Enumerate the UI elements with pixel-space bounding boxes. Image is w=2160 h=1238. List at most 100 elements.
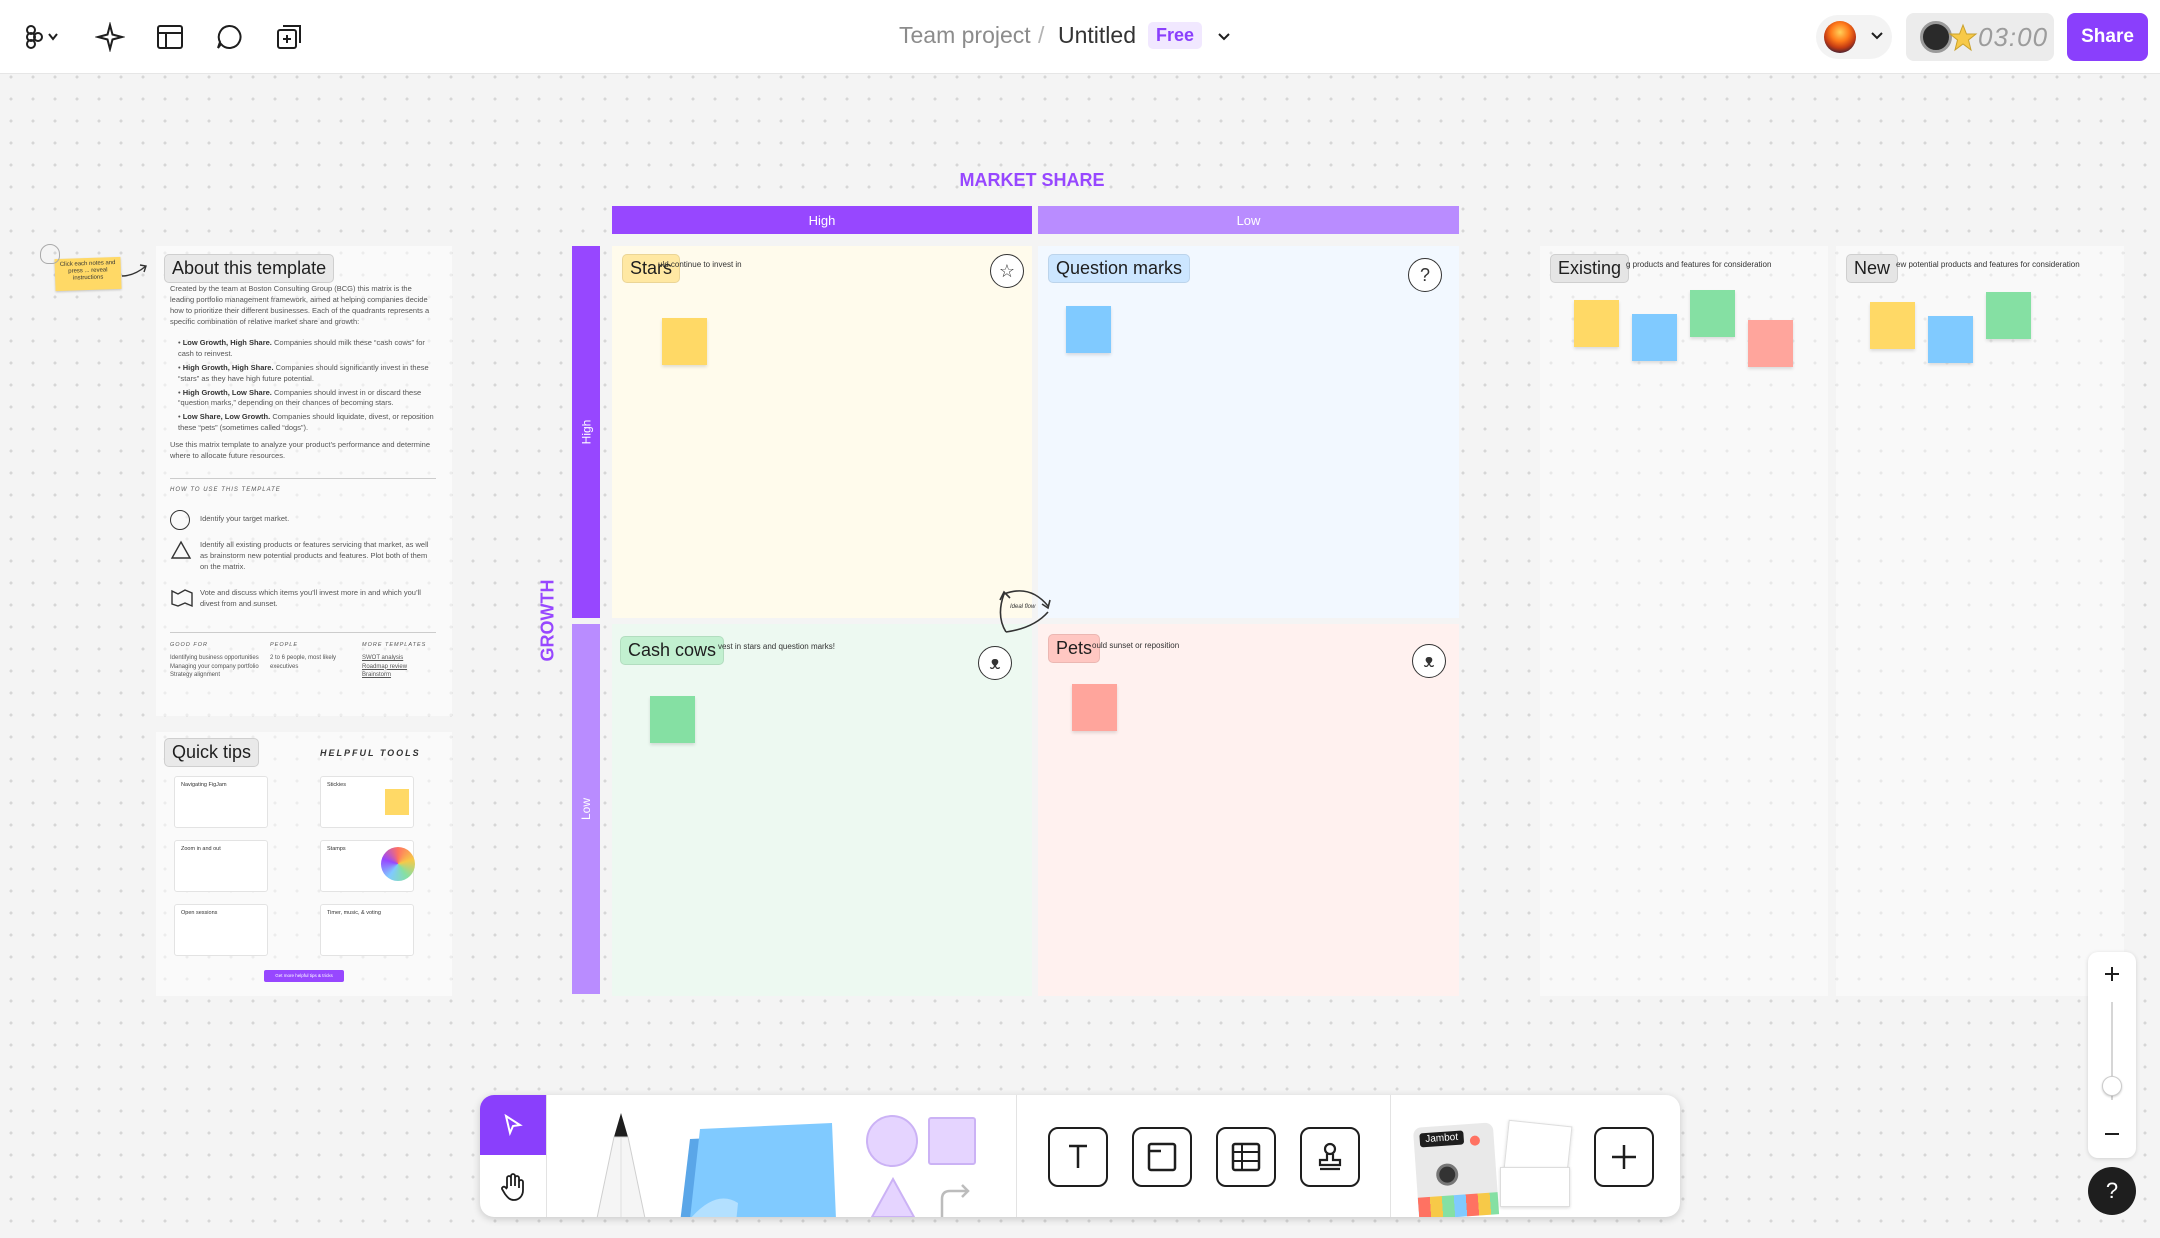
quadrant-cash-cows[interactable]: Cash cows vest in stars and question mar… <box>612 624 1032 996</box>
more-tools-button[interactable] <box>1594 1127 1654 1187</box>
ideal-flow-arrow[interactable] <box>996 582 1056 638</box>
layout-icon[interactable] <box>151 18 189 56</box>
how-to-title: HOW TO USE THIS TEMPLATE <box>170 487 281 493</box>
warning-icon <box>170 540 192 559</box>
tip-card[interactable]: Stamps <box>320 840 415 892</box>
table-icon <box>1231 1142 1261 1172</box>
sticky-note[interactable] <box>1748 320 1793 367</box>
template-link[interactable]: SWOT analysis <box>362 655 404 661</box>
instruction-sticky-note[interactable]: Click each notes and press ... reveal in… <box>54 256 122 292</box>
zoom-in-icon[interactable] <box>2102 964 2122 984</box>
chevron-down-icon <box>1871 32 1883 40</box>
sticky-note[interactable] <box>1574 300 1619 347</box>
section-tool[interactable] <box>1132 1127 1192 1187</box>
sticky-note[interactable] <box>1632 314 1677 361</box>
tips-cta-button[interactable]: Get more helpful tips & tricks <box>264 970 344 982</box>
timer-widget[interactable]: 03:00 <box>1906 13 2054 61</box>
sticky-note[interactable] <box>1870 302 1915 349</box>
tip-card[interactable]: Open sessions <box>174 904 268 956</box>
quick-tips-panel: Quick tips HELPFUL TOOLS Navigating FigJ… <box>156 732 452 996</box>
arrow-icon <box>121 264 147 277</box>
plus-icon <box>1612 1145 1636 1169</box>
quadrant-description: ould sunset or reposition <box>1092 641 1180 650</box>
column-header-low: Low <box>1038 206 1459 234</box>
stamp-tool[interactable] <box>1300 1127 1360 1187</box>
quadrant-stars[interactable]: Stars uld continue to invest in ☆ <box>612 246 1032 618</box>
good-for-item: Managing your company portfolio <box>170 663 259 670</box>
text-tool[interactable] <box>1048 1127 1108 1187</box>
pen-tool[interactable] <box>588 1113 654 1217</box>
question-icon: ? <box>1408 258 1442 292</box>
about-bullets: • Low Growth, High Share. Companies shou… <box>178 338 434 433</box>
user-menu[interactable] <box>1816 15 1892 59</box>
dog-icon: ᴥ <box>1412 644 1446 678</box>
divider <box>170 478 436 479</box>
sticky-note[interactable] <box>650 696 695 743</box>
text-icon <box>1069 1144 1087 1168</box>
tip-card[interactable]: Navigating FigJam <box>174 776 268 828</box>
figma-menu-icon[interactable] <box>18 18 64 56</box>
bullet-bold: Low Share, Low Growth. <box>182 412 271 422</box>
cursor-icon <box>504 1113 523 1137</box>
toolbar-divider <box>546 1095 547 1217</box>
step-two: Identify all existing products or featur… <box>200 540 429 571</box>
bullet-bold: High Growth, High Share. <box>182 362 274 372</box>
sticky-note[interactable] <box>662 318 707 365</box>
plan-badge[interactable]: Free <box>1148 22 1203 49</box>
table-tool[interactable] <box>1216 1127 1276 1187</box>
star-icon: ☆ <box>990 254 1024 288</box>
connector-icon[interactable] <box>936 1177 976 1217</box>
sticky-note[interactable] <box>1986 292 2031 339</box>
tip-card[interactable]: Zoom in and out <box>174 840 268 892</box>
quadrant-pets[interactable]: Pets ould sunset or reposition ᴥ <box>1038 624 1459 996</box>
sticky-note-tool[interactable] <box>676 1119 844 1217</box>
ai-sparkle-icon[interactable] <box>91 18 129 56</box>
add-page-icon[interactable] <box>270 18 308 56</box>
new-description: ew potential products and features for c… <box>1896 260 2080 269</box>
template-link[interactable]: Brainstorm <box>362 672 392 679</box>
chevron-down-icon[interactable] <box>1205 18 1243 56</box>
sticky-preview <box>385 789 409 815</box>
zoom-out-icon[interactable] <box>2102 1124 2122 1144</box>
circle-shape-tool[interactable] <box>866 1115 918 1167</box>
existing-description: g products and features for consideratio… <box>1626 260 1772 269</box>
more-templates-title: MORE TEMPLATES <box>362 642 427 648</box>
sticky-note[interactable] <box>1066 306 1111 353</box>
music-disc-icon <box>1920 21 1952 53</box>
file-name[interactable]: Untitled <box>1058 22 1136 48</box>
hand-tool[interactable] <box>480 1157 546 1217</box>
about-title: About this template <box>164 254 335 283</box>
quadrant-label: Cash cows <box>620 636 725 665</box>
share-button[interactable]: Share <box>2067 13 2148 61</box>
zoom-slider-handle[interactable] <box>2102 1076 2122 1096</box>
tip-card-title: Stickies <box>327 782 346 788</box>
tip-card[interactable]: Timer, music, & voting <box>320 904 414 956</box>
tip-card[interactable]: Stickies <box>320 776 414 828</box>
sticky-note[interactable] <box>1690 290 1735 337</box>
square-shape-tool[interactable] <box>928 1117 976 1165</box>
zoom-slider-track[interactable] <box>2111 1002 2113 1100</box>
quadrant-description: uld continue to invest in <box>658 260 742 269</box>
comment-icon[interactable] <box>210 18 248 56</box>
jambot-widget[interactable]: Jambot <box>1412 1122 1500 1217</box>
quick-tips-title: Quick tips <box>164 738 260 767</box>
move-tool[interactable] <box>480 1095 546 1155</box>
more-templates-list[interactable]: SWOT analysis Roadmap review Brainstorm <box>362 654 442 680</box>
existing-panel[interactable]: Existing g products and features for con… <box>1540 246 1828 996</box>
tip-card-title: Stamps <box>327 846 346 852</box>
bullet-text: Companies should invest in or discard th… <box>178 387 422 408</box>
triangle-shape-tool[interactable] <box>870 1177 916 1217</box>
bullet-text: Companies should significantly invest in… <box>178 362 429 383</box>
avatar <box>1824 21 1856 53</box>
new-panel[interactable]: New ew potential products and features f… <box>1836 246 2124 996</box>
help-button[interactable]: ? <box>2088 1167 2136 1215</box>
quadrant-question-marks[interactable]: Question marks ? <box>1038 246 1459 618</box>
breadcrumb-project[interactable]: Team project <box>899 22 1031 48</box>
hand-icon <box>501 1173 524 1201</box>
stamp-icon <box>1318 1142 1342 1171</box>
template-link[interactable]: Roadmap review <box>362 663 408 670</box>
sticky-note[interactable] <box>1928 316 1973 363</box>
row-header-high: High <box>572 246 600 618</box>
sticky-note[interactable] <box>1072 684 1117 731</box>
templates-widget[interactable] <box>1500 1119 1584 1211</box>
